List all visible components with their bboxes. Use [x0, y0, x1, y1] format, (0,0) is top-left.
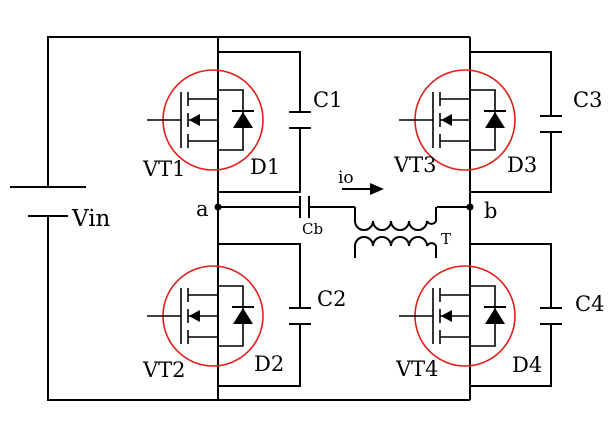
node-b-dot: [466, 203, 474, 211]
vt4-label: VT4: [395, 357, 439, 381]
c2-label: C2: [317, 287, 346, 311]
io-label: io: [338, 168, 354, 188]
capacitor-c4: [470, 243, 562, 387]
vt1-label: VT1: [142, 157, 186, 181]
battery-vin: Vin: [10, 186, 111, 232]
capacitor-c1: [218, 51, 311, 193]
c3-label: C3: [573, 88, 602, 112]
cb-label: Cb: [302, 220, 323, 238]
mosfet-vt2: [147, 265, 264, 367]
node-a-dot: [214, 203, 222, 211]
mosfet-vt3: [399, 69, 516, 171]
d1-label: D1: [250, 155, 280, 179]
d2-label: D2: [254, 352, 284, 376]
vt2-label: VT2: [142, 358, 186, 382]
capacitor-c2: [218, 243, 311, 387]
t-label: T: [441, 230, 451, 248]
vin-label: Vin: [71, 206, 111, 232]
d3-label: D3: [507, 153, 537, 177]
c4-label: C4: [575, 292, 604, 316]
node-a-label: a: [196, 197, 209, 221]
supply-loop: [47, 36, 470, 401]
mosfet-vt4: [399, 265, 516, 367]
transformer-t: [354, 207, 437, 258]
capacitor-c3: [470, 51, 562, 193]
current-arrow-io: io: [338, 168, 384, 195]
bridge-output: [214, 196, 474, 218]
node-b-label: b: [484, 199, 497, 223]
vt3-label: VT3: [393, 153, 437, 177]
c1-label: C1: [313, 88, 342, 112]
d4-label: D4: [512, 353, 542, 377]
mosfet-vt1: [147, 69, 264, 171]
